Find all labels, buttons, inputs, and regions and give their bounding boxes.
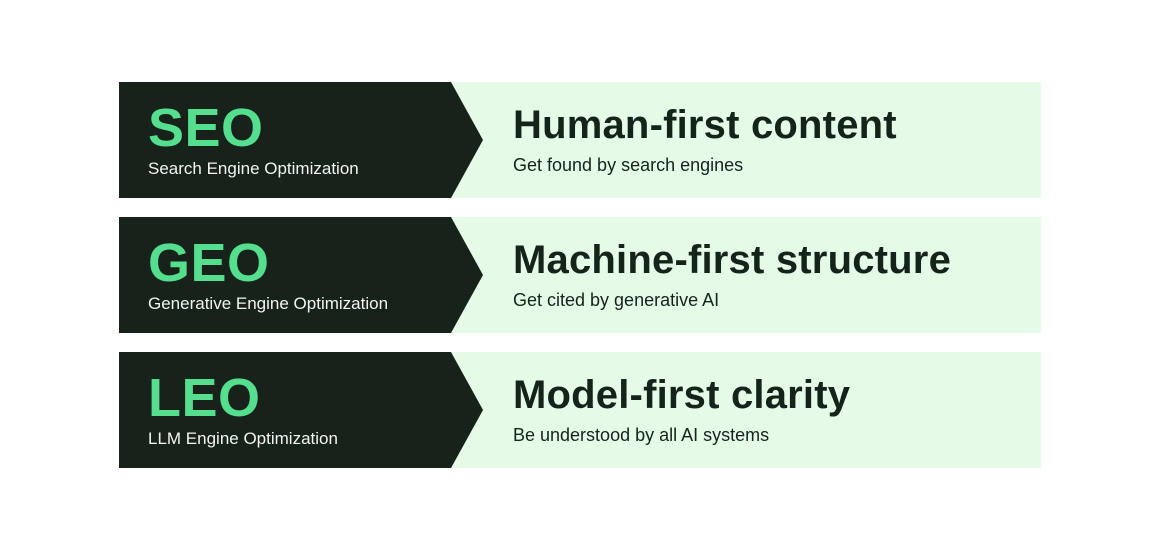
geo-full-name: Generative Engine Optimization [148, 293, 389, 313]
leo-chevron-ribbon: LEO LLM Engine Optimization [119, 352, 483, 468]
row-geo: GEO Generative Engine Optimization Machi… [119, 217, 1041, 333]
leo-description: Be understood by all AI systems [513, 425, 770, 446]
geo-details: Machine-first structure Get cited by gen… [513, 217, 951, 333]
geo-acronym: GEO [148, 232, 270, 293]
seo-acronym: SEO [148, 97, 264, 158]
seo-details: Human-first content Get found by search … [513, 82, 897, 198]
seo-heading: Human-first content [513, 103, 897, 148]
leo-details: Model-first clarity Be understood by all… [513, 352, 850, 468]
leo-heading: Model-first clarity [513, 373, 851, 418]
geo-chevron-ribbon: GEO Generative Engine Optimization [119, 217, 483, 333]
comparison-rows: SEO Search Engine Optimization Human-fir… [119, 82, 1041, 468]
geo-heading: Machine-first structure [513, 238, 952, 283]
leo-full-name: LLM Engine Optimization [148, 428, 338, 448]
geo-description: Get cited by generative AI [513, 290, 720, 311]
seo-chevron-ribbon: SEO Search Engine Optimization [119, 82, 483, 198]
row-leo: LEO LLM Engine Optimization Model-first … [119, 352, 1041, 468]
seo-full-name: Search Engine Optimization [148, 158, 359, 178]
leo-acronym: LEO [148, 367, 261, 428]
seo-description: Get found by search engines [513, 155, 744, 176]
row-seo: SEO Search Engine Optimization Human-fir… [119, 82, 1041, 198]
